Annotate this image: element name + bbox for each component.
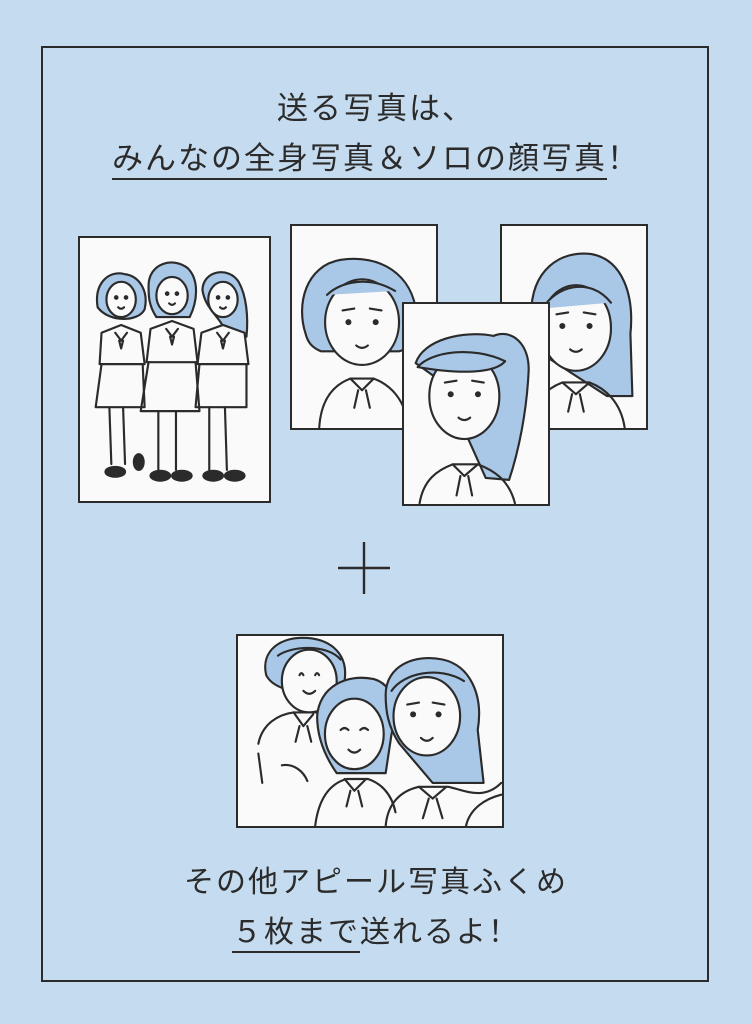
heading-line-2: みんなの全身写真＆ソロの顔写真！	[0, 144, 752, 175]
heading-underlined-text: みんなの全身写真＆ソロの顔写真	[112, 141, 607, 177]
heading-line-1: 送る写真は、	[277, 91, 475, 127]
solo-face-photo-2	[402, 302, 550, 506]
plus-icon	[338, 542, 390, 594]
group-full-body-photo	[78, 236, 271, 503]
group-selfie-photo	[236, 634, 504, 828]
footer-underlined-text: ５枚まで	[232, 915, 360, 950]
footer-line-2: ５枚まで送れるよ！	[0, 918, 752, 948]
heading-tail: ！	[607, 141, 640, 177]
footer-line-1: その他アピール写真ふくめ	[184, 865, 568, 900]
content-frame	[41, 46, 709, 982]
footer-tail: 送れるよ！	[360, 915, 520, 950]
